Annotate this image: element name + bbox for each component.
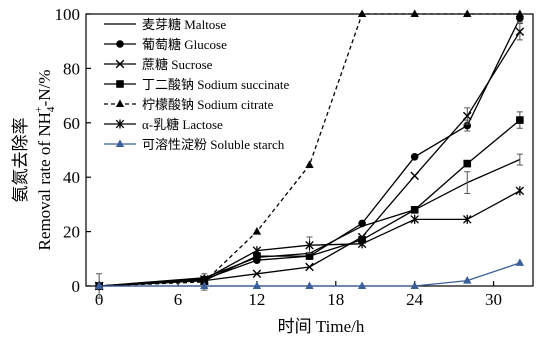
- legend-marker: [116, 40, 124, 48]
- error-bar: [464, 171, 471, 195]
- legend-item-2: 葡萄糖 Glucose: [104, 37, 227, 52]
- legend-item-5: 柠檬酸钠 Sodium citrate: [104, 97, 274, 112]
- data-point: [410, 153, 419, 161]
- y-axis-label-bottom: Removal rate of NH4+-N/%: [33, 70, 57, 251]
- data-point: [516, 116, 524, 124]
- data-point: [357, 239, 367, 249]
- series-line: [99, 31, 521, 287]
- data-point: [515, 27, 525, 36]
- data-point: [410, 206, 419, 214]
- data-point: [515, 186, 525, 196]
- legend-label: 蔗糖 Sucrose: [142, 57, 213, 72]
- y-tick-label: 60: [63, 114, 80, 133]
- x-tick-label: 12: [248, 290, 265, 309]
- legend-label: 麦芽糖 Maltose: [142, 17, 226, 32]
- x-tick-label: 24: [406, 290, 424, 309]
- data-point: [94, 281, 104, 290]
- data-point: [463, 159, 472, 168]
- legend-item-4: 丁二酸钠 Sodium succinate: [104, 77, 290, 92]
- data-point: [463, 121, 472, 130]
- series-7: [94, 258, 525, 290]
- data-point: [410, 214, 419, 224]
- x-tick-label: 0: [95, 290, 104, 309]
- y-axis-label-sup: +: [33, 106, 45, 112]
- legend-marker: [116, 80, 124, 88]
- data-point: [462, 111, 472, 121]
- legend-label: 丁二酸钠 Sodium succinate: [142, 77, 290, 92]
- legend-label: 可溶性淀粉 Soluble starch: [142, 137, 285, 152]
- error-bar: [516, 153, 523, 166]
- data-point: [253, 252, 261, 260]
- legend-label: 葡萄糖 Glucose: [142, 37, 227, 52]
- y-axis-ticks: 0 20 40 60 80 100: [55, 5, 91, 296]
- x-axis-label: 时间 Time/h: [278, 317, 365, 336]
- data-point: [515, 258, 525, 266]
- x-tick-label: 6: [174, 290, 183, 309]
- y-axis-label-sub: 4: [45, 106, 57, 112]
- data-point: [463, 9, 472, 18]
- y-axis-label: 氨氮去除率 Removal rate of NH4+-N/%: [11, 70, 57, 251]
- x-axis-ticks: 0 6 12 18 24 30: [95, 281, 502, 309]
- data-point: [252, 246, 262, 256]
- data-point: [410, 9, 419, 18]
- y-tick-label: 40: [63, 168, 80, 187]
- data-point: [463, 276, 472, 284]
- data-point: [515, 9, 525, 18]
- data-point: [252, 281, 262, 290]
- series-layer: [94, 9, 525, 299]
- data-point: [305, 160, 314, 168]
- legend-label: α-乳糖 Lactose: [142, 117, 223, 132]
- series-line: [99, 190, 521, 287]
- x-tick-label: 30: [485, 290, 502, 309]
- legend-item-1: 麦芽糖 Maltose: [104, 17, 226, 32]
- data-point: [410, 281, 419, 290]
- data-point: [305, 252, 314, 260]
- y-tick-label: 100: [55, 5, 81, 24]
- data-point: [305, 281, 314, 290]
- data-point: [305, 262, 314, 272]
- data-point: [252, 269, 262, 279]
- legend-marker: [115, 139, 125, 148]
- data-point: [357, 281, 367, 290]
- data-point: [200, 281, 209, 290]
- data-point: [357, 9, 367, 18]
- legend-item-7: 可溶性淀粉 Soluble starch: [104, 137, 285, 152]
- series-line: [99, 119, 521, 287]
- legend-marker: [115, 59, 125, 69]
- data-point: [252, 227, 262, 235]
- y-tick-label: 0: [72, 277, 81, 296]
- y-tick-label: 20: [63, 223, 80, 242]
- data-point: [410, 171, 419, 181]
- legend-marker: [115, 119, 125, 129]
- series-6: [94, 186, 525, 291]
- legend-label: 柠檬酸钠 Sodium citrate: [142, 97, 274, 112]
- x-tick-label: 18: [327, 290, 344, 309]
- series-line: [99, 262, 521, 287]
- series-line: [99, 13, 520, 287]
- data-point: [305, 240, 314, 250]
- data-point: [358, 219, 366, 228]
- legend-item-6: α-乳糖 Lactose: [104, 117, 223, 132]
- y-axis-label-top: 氨氮去除率: [11, 118, 30, 203]
- legend: 麦芽糖 Maltose 葡萄糖 Glucose 蔗糖 Sucrose 丁二酸钠 Sod…: [104, 17, 290, 152]
- legend-item-3: 蔗糖 Sucrose: [104, 57, 213, 72]
- legend-marker: [115, 99, 125, 108]
- y-tick-label: 80: [63, 59, 80, 78]
- data-point: [463, 214, 472, 224]
